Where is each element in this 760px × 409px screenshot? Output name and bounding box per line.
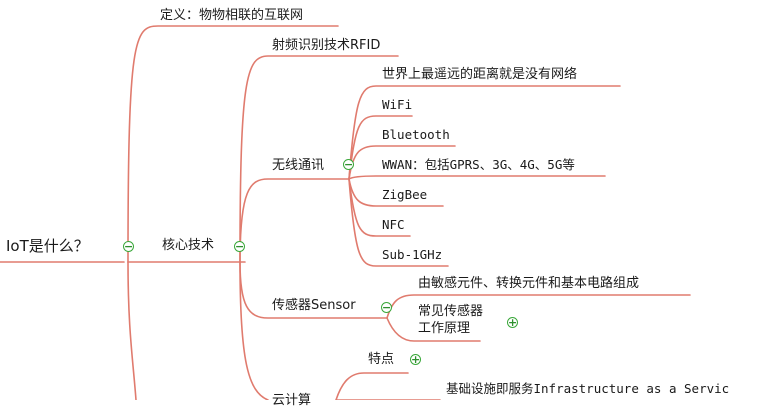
wireless-collapse-toggle[interactable]: − bbox=[343, 158, 354, 171]
sensor-node[interactable]: 传感器Sensor bbox=[272, 298, 356, 313]
wireless-item-wwan[interactable]: WWAN：包括GPRS、3G、4G、5G等 bbox=[382, 157, 575, 172]
root-node[interactable]: IoT是什么？ bbox=[6, 237, 89, 255]
cloud-features-expand-toggle[interactable]: + bbox=[410, 353, 421, 366]
sensor-common-node-line1[interactable]: 常见传感器 bbox=[418, 304, 484, 319]
wireless-item-zigbee[interactable]: ZigBee bbox=[382, 187, 428, 202]
edge-sensor-composition bbox=[386, 294, 691, 319]
edge-core-to-wireless bbox=[239, 178, 350, 263]
edge-sensor-common bbox=[386, 317, 481, 342]
edge-core-to-rfid bbox=[239, 55, 399, 263]
edge-core-to-cloud bbox=[239, 261, 269, 400]
sensor-collapse-toggle[interactable]: − bbox=[381, 301, 392, 314]
edge-root-to-definition bbox=[127, 25, 339, 263]
cloud-iaas-node[interactable]: 基础设施即服务Infrastructure as a Servic bbox=[446, 381, 730, 396]
mindmap-edges bbox=[0, 25, 691, 400]
definition-node[interactable]: 定义：物物相联的互联网 bbox=[160, 8, 304, 23]
cloud-node[interactable]: 云计算 bbox=[272, 393, 312, 408]
wireless-item-sub1ghz[interactable]: Sub-1GHz bbox=[382, 247, 443, 262]
edge-wireless-item-0 bbox=[348, 85, 621, 180]
sensor-common-expand-toggle[interactable]: + bbox=[507, 316, 518, 329]
wireless-item-distance[interactable]: 世界上最遥远的距离就是没有网络 bbox=[382, 67, 578, 82]
edge-wireless-item-6 bbox=[348, 178, 449, 267]
edge-cloud-features bbox=[335, 372, 409, 400]
sensor-composition-node[interactable]: 由敏感元件、转换元件和基本电路组成 bbox=[418, 276, 640, 291]
core-tech-collapse-toggle[interactable]: − bbox=[234, 240, 245, 253]
edge-root-down bbox=[127, 261, 137, 400]
edge-wireless-item-3 bbox=[348, 175, 606, 180]
rfid-node[interactable]: 射频识别技术RFID bbox=[272, 38, 381, 53]
wireless-item-bluetooth[interactable]: Bluetooth bbox=[382, 127, 450, 142]
sensor-common-node-line2[interactable]: 工作原理 bbox=[418, 321, 471, 336]
wireless-item-nfc[interactable]: NFC bbox=[382, 217, 405, 232]
cloud-features-node[interactable]: 特点 bbox=[368, 352, 395, 367]
root-collapse-toggle[interactable]: − bbox=[123, 240, 134, 253]
core-tech-node[interactable]: 核心技术 bbox=[162, 238, 215, 253]
wireless-item-wifi[interactable]: WiFi bbox=[382, 97, 413, 112]
wireless-node[interactable]: 无线通讯 bbox=[272, 158, 325, 173]
edge-wireless-item-2 bbox=[348, 145, 456, 180]
